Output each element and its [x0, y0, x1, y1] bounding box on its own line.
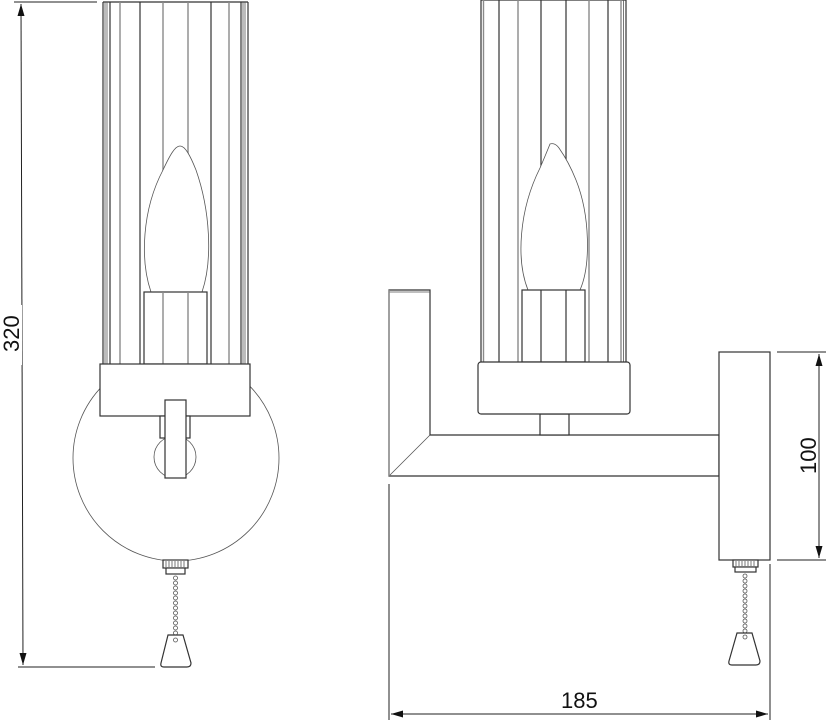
pull-chain: [173, 575, 178, 641]
side-wall-plate: [718, 351, 771, 561]
side-pull-chain: [742, 573, 748, 634]
dimension-plate-height-label: 100: [796, 437, 821, 474]
pull-switch: [162, 559, 189, 575]
dimension-height: 320: [0, 1, 155, 668]
side-shade-holder: [477, 361, 631, 415]
side-pull-pendant: [728, 632, 761, 666]
bulb-socket: [143, 291, 208, 365]
side-candle-bulb: [520, 143, 588, 291]
lamp-arm: [388, 289, 720, 477]
side-pull-switch: [732, 559, 759, 573]
mount-bar: [164, 399, 187, 479]
dimension-plate-height: 100: [777, 351, 826, 561]
side-view: 100 185: [388, 0, 826, 720]
pull-pendant: [160, 634, 192, 668]
front-view: 320: [0, 1, 280, 668]
dimension-depth: 185: [388, 484, 771, 720]
dimension-depth-label: 185: [561, 688, 598, 713]
side-neck: [539, 413, 570, 436]
dimension-height-label: 320: [0, 315, 24, 352]
side-bulb-socket: [521, 289, 586, 363]
candle-bulb: [144, 145, 210, 293]
